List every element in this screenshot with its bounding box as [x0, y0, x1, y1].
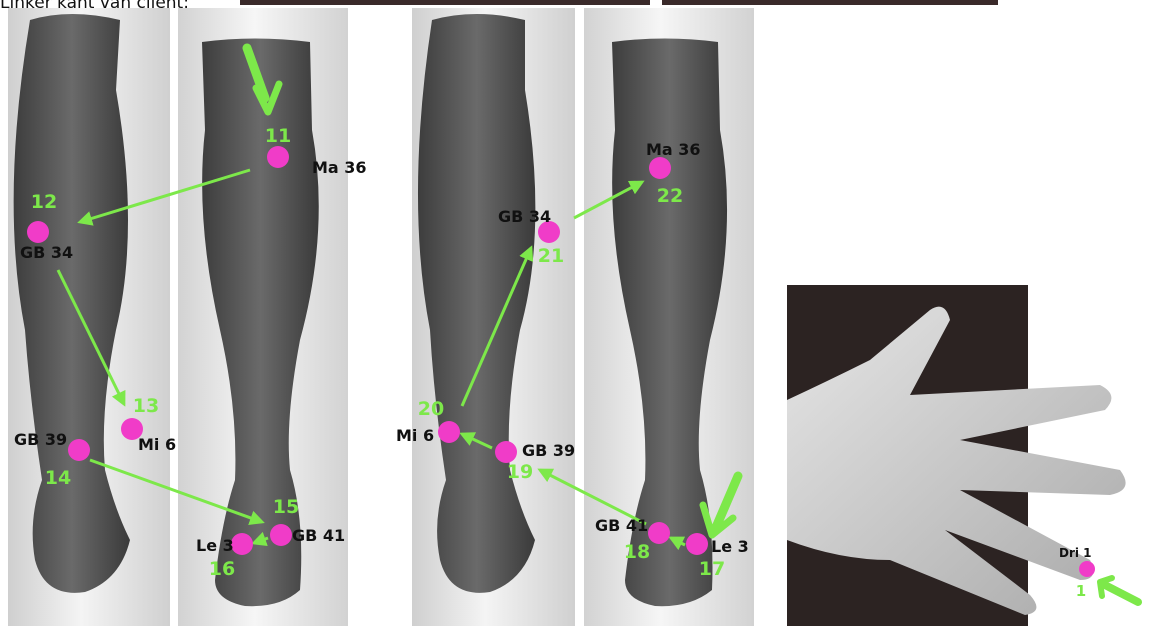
acupoint-label: Mi 6 — [396, 426, 434, 445]
acupoint-marker — [1079, 561, 1095, 577]
acupoint-label: GB 34 — [498, 207, 551, 226]
sequence-number: 19 — [507, 461, 533, 483]
sequence-number: 22 — [657, 185, 683, 207]
acupoint-label: GB 41 — [595, 516, 648, 535]
sequence-number: 15 — [273, 496, 299, 518]
sequence-number: 1 — [1076, 582, 1086, 600]
connection-arrows — [58, 170, 685, 545]
acupoint-marker — [267, 146, 289, 168]
leg-back-right — [418, 14, 535, 593]
acupoint-label: GB 39 — [14, 430, 67, 449]
acupoint-label: GB 34 — [20, 243, 73, 262]
acupoint-label: Mi 6 — [138, 435, 176, 454]
sequence-number: 13 — [133, 395, 159, 417]
acupoint-marker — [27, 221, 49, 243]
sequence-number: 20 — [418, 398, 444, 420]
acupoint-marker — [648, 522, 670, 544]
acupoint-marker — [495, 441, 517, 463]
sequence-number: 11 — [265, 125, 291, 147]
acupoint-p13: Mi 6 13 — [121, 395, 176, 454]
acupoint-marker — [649, 157, 671, 179]
sequence-number: 17 — [699, 558, 725, 580]
acupoint-label: GB 39 — [522, 441, 575, 460]
acupoint-marker — [438, 421, 460, 443]
sequence-number: 18 — [624, 541, 650, 563]
acupoint-marker — [231, 533, 253, 555]
acupoint-label: Dri 1 — [1059, 546, 1092, 560]
sequence-number: 16 — [209, 558, 235, 580]
leg-back-left — [14, 14, 130, 593]
sequence-number: 12 — [31, 191, 57, 213]
acupoint-label: Ma 36 — [312, 158, 367, 177]
acupoint-marker — [270, 524, 292, 546]
sequence-number: 14 — [45, 467, 71, 489]
acupoint-label: Le 3 — [711, 537, 749, 556]
sequence-number: 21 — [538, 245, 564, 267]
acupoint-label: Le 3 — [196, 536, 234, 555]
acupoint-label: Ma 36 — [646, 140, 701, 159]
hand — [787, 307, 1126, 615]
acupoint-label: GB 41 — [292, 526, 345, 545]
acupoint-marker — [68, 439, 90, 461]
acupoint-marker — [686, 533, 708, 555]
